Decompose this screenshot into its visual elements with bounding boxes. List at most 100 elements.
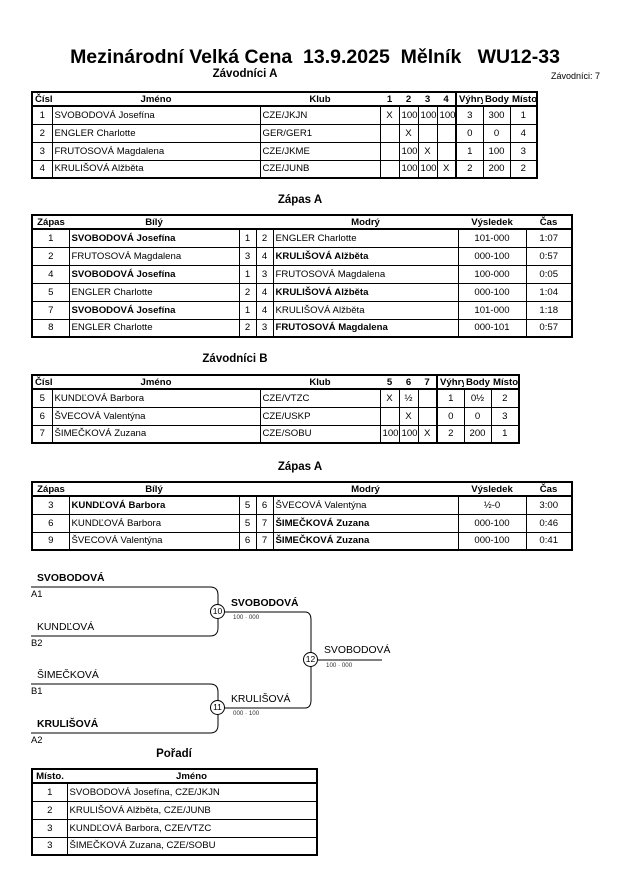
column-header: Čas: [539, 483, 558, 495]
table-cell: 1: [31, 782, 68, 802]
column-header: 3: [424, 93, 431, 105]
table-cell: SVOBODOVÁ Josefína: [51, 105, 261, 125]
final-winner: SVOBODOVÁ: [324, 645, 391, 656]
table-cell: FRUTOSOVÁ Magdalena: [51, 141, 261, 161]
table-cell: KRULIŠOVÁ Alžběta: [272, 300, 459, 320]
bracket-slot: A2: [31, 734, 43, 745]
table-cell: [436, 141, 457, 161]
table-cell: 100: [436, 105, 457, 125]
table-cell: 0½: [463, 388, 492, 408]
table-cell: ENGLER Charlotte: [272, 228, 459, 248]
column-header: Jméno: [140, 93, 172, 105]
table-cell: SVOBODOVÁ Josefína, CZE/JKJN: [66, 782, 318, 802]
column-header: Klub: [309, 93, 331, 105]
table-cell: 101-000: [457, 300, 527, 320]
table-cell: 3: [31, 141, 53, 161]
column-header: Místo.: [512, 93, 537, 105]
bracket-slot: A1: [31, 588, 43, 599]
table-cell: 4: [31, 264, 70, 284]
table-cell: 2: [490, 388, 520, 408]
table-cell: 1: [31, 105, 53, 125]
table-cell: [417, 388, 438, 408]
column-header: 5: [386, 376, 393, 388]
table-cell: 3: [238, 246, 257, 266]
table-cell: 0: [455, 123, 484, 143]
table-cell: 2: [436, 424, 465, 444]
table-cell: 200: [482, 159, 511, 179]
table-cell: 100: [398, 159, 419, 179]
column-header: Jméno: [176, 770, 207, 782]
column-header: 4: [443, 93, 449, 105]
table-cell: X: [417, 424, 438, 444]
table-cell: 0:46: [525, 513, 573, 533]
table-cell: 0: [482, 123, 511, 143]
table-cell: 0:57: [525, 246, 573, 266]
table-cell: ENGLER Charlotte: [68, 282, 240, 302]
bracket-slot: B1: [31, 685, 43, 696]
column-header: Čas: [539, 216, 558, 228]
column-header: Body: [466, 376, 490, 388]
ranking-title: Pořadí: [156, 748, 192, 760]
table-cell: 1: [436, 388, 465, 408]
table-cell: X: [417, 141, 438, 161]
bracket-entrant: ŠIMEČKOVÁ: [37, 670, 99, 681]
table-cell: 6: [31, 406, 53, 426]
table-cell: ENGLER Charlotte: [68, 318, 240, 338]
table-cell: ŠVECOVÁ Valentýna: [68, 531, 240, 551]
table-cell: 2: [455, 159, 484, 179]
table-cell: [379, 406, 400, 426]
column-header: 6: [405, 376, 412, 388]
semi-winner: SVOBODOVÁ: [231, 598, 299, 609]
table-cell: ŠIMEČKOVÁ Zuzana: [272, 513, 459, 533]
table-cell: GER/GER1: [259, 123, 381, 143]
column-header: Místo.: [493, 376, 519, 388]
table-cell: 1:07: [525, 228, 573, 248]
table-cell: 100: [417, 105, 438, 125]
column-header: 7: [424, 376, 430, 388]
table-cell: 5: [31, 388, 53, 408]
table-cell: 3: [31, 818, 68, 838]
table-cell: SVOBODOVÁ Josefína: [68, 228, 240, 248]
table-cell: 7: [31, 424, 53, 444]
column-header: Výhry: [436, 375, 464, 389]
table-cell: X: [436, 159, 457, 179]
table-cell: 1: [238, 228, 257, 248]
table-cell: 0: [436, 406, 465, 426]
table-header-row: ČísloJménoKlub1234VýhryBodyMísto.: [32, 92, 537, 106]
table-cell: 6: [255, 495, 274, 515]
match-node: 11: [210, 700, 225, 715]
table-cell: KRULIŠOVÁ Alžběta: [272, 282, 459, 302]
table-cell: 3: [509, 141, 538, 161]
bracket-entrant: KRULIŠOVÁ: [37, 719, 99, 730]
table-cell: CZE/JKME: [259, 141, 381, 161]
table-cell: CZE/JKJN: [259, 105, 381, 125]
column-header: [256, 215, 273, 229]
table-cell: 0:57: [525, 318, 573, 338]
column-header: Výsledek: [471, 483, 513, 495]
column-header: Místo.: [36, 770, 64, 782]
table-cell: [417, 406, 438, 426]
table-cell: X: [379, 388, 400, 408]
table-cell: FRUTOSOVÁ Magdalena: [272, 318, 459, 338]
table-cell: 1:18: [525, 300, 573, 320]
competitor-count: Závodníci: 7: [550, 71, 600, 81]
table-cell: KUNDĽOVÁ Barbora, CZE/VTZC: [66, 818, 318, 838]
column-header: Zápas: [37, 483, 65, 495]
table-cell: 3: [455, 105, 484, 125]
table-cell: 000-101: [457, 318, 527, 338]
